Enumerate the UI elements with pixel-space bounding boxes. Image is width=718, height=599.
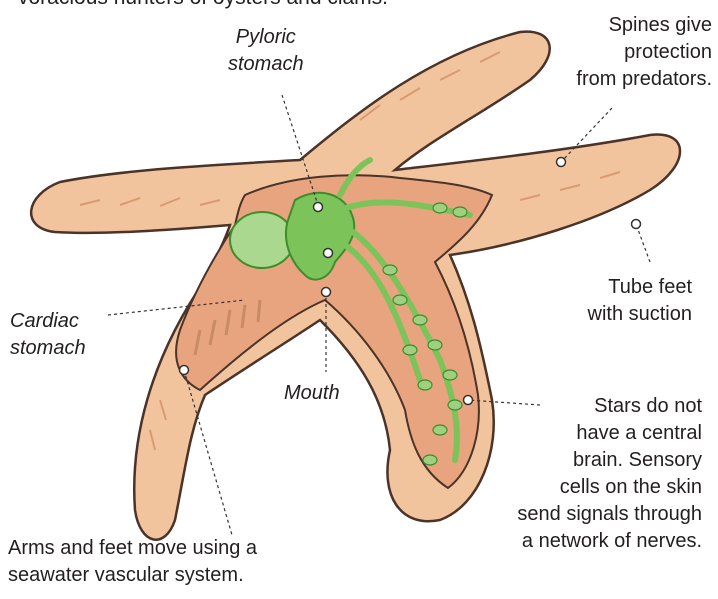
nerves-line-4: cells on the skin: [517, 474, 702, 501]
nerves-line-2: have a central: [517, 420, 702, 447]
tube-feet-label: Tube feet with suction: [588, 274, 693, 328]
spines-line-3: from predators.: [576, 66, 712, 93]
cardiac-stomach-shape: [230, 212, 294, 268]
nerves-line-3: brain. Sensory: [517, 447, 702, 474]
spines-line-1: Spines give: [576, 12, 712, 39]
header-fragment-text: voracious hunters of oysters and clams.: [18, 0, 388, 11]
pyloric-line-1: Pyloric: [228, 24, 304, 51]
tube-feet-line-2: with suction: [588, 301, 693, 328]
spines-label: Spines give protection from predators.: [576, 12, 712, 93]
mouth-line-1: Mouth: [284, 380, 340, 407]
vascular-line-1: Arms and feet move using a: [8, 535, 257, 562]
nerves-label: Stars do not have a central brain. Senso…: [517, 393, 702, 555]
vascular-system-label: Arms and feet move using a seawater vasc…: [8, 535, 257, 589]
mouth-label: Mouth: [284, 380, 340, 407]
nerves-line-5: send signals through: [517, 501, 702, 528]
pyloric-line-2: stomach: [228, 51, 304, 78]
cardiac-stomach-label: Cardiac stomach: [10, 308, 86, 362]
spines-line-2: protection: [576, 39, 712, 66]
cardiac-line-1: Cardiac: [10, 308, 86, 335]
tube-feet-line-1: Tube feet: [588, 274, 693, 301]
nerves-line-1: Stars do not: [517, 393, 702, 420]
pyloric-stomach-label: Pyloric stomach: [228, 24, 304, 78]
cardiac-line-2: stomach: [10, 335, 86, 362]
vascular-line-2: seawater vascular system.: [8, 562, 257, 589]
nerves-line-6: a network of nerves.: [517, 528, 702, 555]
